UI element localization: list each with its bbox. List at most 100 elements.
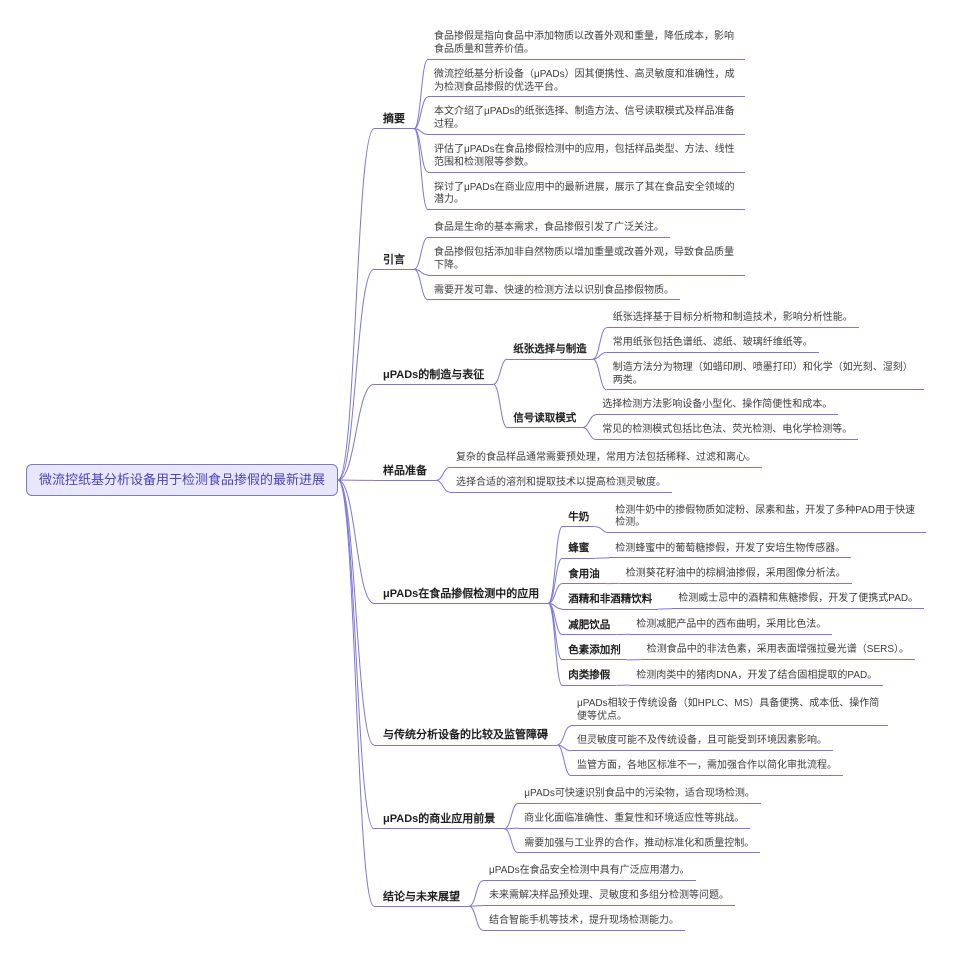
leaf-text[interactable]: 商业化面临准确性、重复性和环境适应性等挑战。: [518, 811, 751, 829]
leaf-text[interactable]: 食品掺假是指向食品中添加物质以改善外观和重量，降低成本，影响食品质量和营养价值。: [428, 29, 746, 60]
mindmap-node: 肉类掺假检测肉类中的猪肉DNA，开发了结合固相提取的PAD。: [562, 667, 926, 686]
leaf-text[interactable]: 复杂的食品样品通常需要预处理，常用方法包括稀释、过滤和离心。: [450, 450, 763, 468]
mindmap-node: 摘要食品掺假是指向食品中添加物质以改善外观和重量，降低成本，影响食品质量和营养价…: [374, 29, 926, 211]
leaf-text[interactable]: 食品掺假包括添加非自然物质以增加重量或改善外观，导致食品质量下降。: [428, 245, 746, 276]
mindmap-node: 食用油检测葵花籽油中的棕榈油掺假，采用图像分析法。: [562, 566, 926, 585]
leaf-text[interactable]: μPADs可快速识别食品中的污染物，适合现场检测。: [518, 786, 761, 804]
sub-topic[interactable]: 食用油: [562, 566, 606, 585]
leaf-text[interactable]: 评估了μPADs在食品掺假检测中的应用，包括样品类型、方法、线性范围和检测限等参…: [428, 142, 746, 173]
leaf-text[interactable]: 常见的检测模式包括比色法、荧光检测、电化学检测等。: [596, 422, 859, 441]
leaf-text[interactable]: 检测牛奶中的掺假物质如淀粉、尿素和盐，开发了多种PAD用于快速检测。: [609, 503, 927, 534]
mindmap-node: 检测肉类中的猪肉DNA，开发了结合固相提取的PAD。: [630, 668, 884, 686]
leaf-text[interactable]: μPADs相较于传统设备（如HPLC、MS）具备便携、成本低、操作简便等优点。: [571, 696, 889, 727]
children-group: 食品掺假是指向食品中添加物质以改善外观和重量，降低成本，影响食品质量和营养价值。…: [428, 29, 746, 211]
mindmap-node: 常用纸张包括色谱纸、滤纸、玻璃纤维纸等。: [606, 335, 924, 353]
children-group: 复杂的食品样品通常需要预处理，常用方法包括稀释、过滤和离心。选择合适的溶剂和提取…: [450, 450, 763, 493]
children-group: 纸张选择基于目标分析物和制造技术，影响分析性能。常用纸张包括色谱纸、滤纸、玻璃纤…: [606, 310, 924, 391]
branch-topic[interactable]: 结论与未来展望: [374, 888, 470, 907]
leaf-text[interactable]: 未来需解决样品预处理、灵敏度和多组分检测等问题。: [483, 888, 736, 907]
children-group: 牛奶检测牛奶中的掺假物质如淀粉、尿素和盐，开发了多种PAD用于快速检测。蜂蜜检测…: [562, 503, 927, 686]
leaf-text[interactable]: 检测食品中的非法色素，采用表面增强拉曼光谱（SERS）。: [640, 642, 916, 661]
mindmap-node: 食品掺假是指向食品中添加物质以改善外观和重量，降低成本，影响食品质量和营养价值。: [428, 29, 746, 60]
mindmap-node: 结合智能手机等技术，提升现场检测能力。: [483, 913, 735, 931]
branch-topic[interactable]: μPADs的制造与表征: [374, 366, 494, 385]
mindmap-node: 本文介绍了μPADs的纸张选择、制造方法、信号读取模式及样品准备过程。: [428, 104, 746, 135]
mindmap-node: 减肥饮品检测减肥产品中的西布曲明，采用比色法。: [562, 617, 926, 636]
leaf-text[interactable]: 检测减肥产品中的西布曲明，采用比色法。: [630, 617, 833, 635]
leaf-text[interactable]: 制造方法分为物理（如蜡印刷、喷墨打印）和化学（如光刻、湿刻）两类。: [606, 360, 924, 391]
mindmap-node: 检测葵花籽油中的棕榈油掺假，采用图像分析法。: [619, 566, 852, 584]
leaf-text[interactable]: 纸张选择基于目标分析物和制造技术，影响分析性能。: [606, 310, 859, 329]
mindmap-node: 常见的检测模式包括比色法、荧光检测、电化学检测等。: [596, 422, 859, 441]
mindmap-node: 检测威士忌中的酒精和焦糖掺假，开发了便携式PAD。: [672, 591, 925, 610]
sub-topic[interactable]: 蜂蜜: [562, 540, 596, 559]
children-group: 食品是生命的基本需求，食品掺假引发了广泛关注。食品掺假包括添加非自然物质以增加重…: [428, 220, 746, 301]
leaf-text[interactable]: 需要开发可靠、快速的检测方法以识别食品掺假物质。: [428, 283, 681, 301]
mindmap-node: 引言食品是生命的基本需求，食品掺假引发了广泛关注。食品掺假包括添加非自然物质以增…: [374, 220, 926, 301]
branch-topic[interactable]: μPADs在食品掺假检测中的应用: [374, 585, 549, 604]
children-group: 检测牛奶中的掺假物质如淀粉、尿素和盐，开发了多种PAD用于快速检测。: [609, 503, 927, 534]
leaf-text[interactable]: 选择合适的溶剂和提取技术以提高检测灵敏度。: [450, 475, 673, 493]
leaf-text[interactable]: 检测葵花籽油中的棕榈油掺假，采用图像分析法。: [619, 566, 852, 584]
mindmap-node: μPADs的制造与表征纸张选择与制造纸张选择基于目标分析物和制造技术，影响分析性…: [374, 310, 926, 441]
mindmap-node: 酒精和非酒精饮料检测威士忌中的酒精和焦糖掺假，开发了便携式PAD。: [562, 591, 926, 610]
branch-topic[interactable]: μPADs的商业应用前景: [374, 810, 505, 830]
leaf-text[interactable]: 常用纸张包括色谱纸、滤纸、玻璃纤维纸等。: [606, 335, 819, 353]
leaf-text[interactable]: 微流控纸基分析设备（μPADs）因其便携性、高灵敏度和准确性，成为检测食品掺假的…: [428, 67, 746, 98]
children-group: μPADs可快速识别食品中的污染物，适合现场检测。商业化面临准确性、重复性和环境…: [518, 786, 761, 854]
leaf-text[interactable]: 检测肉类中的猪肉DNA，开发了结合固相提取的PAD。: [630, 668, 884, 686]
sub-topic[interactable]: 减肥饮品: [562, 617, 617, 636]
mindmap-node: μPADs的商业应用前景 μPADs可快速识别食品中的污染物，适合现场检测。商业化…: [374, 786, 926, 854]
mindmap-node: μPADs在食品安全检测中具有广泛应用潜力。: [483, 863, 735, 882]
mindmap-node: 信号读取模式选择检测方法影响设备小型化、操作简便性和成本。常见的检测模式包括比色…: [507, 397, 924, 441]
sub-topic[interactable]: 色素添加剂: [562, 642, 627, 661]
children-group: μPADs相较于传统设备（如HPLC、MS）具备便携、成本低、操作简便等优点。但…: [571, 696, 889, 777]
branch-topic[interactable]: 引言: [374, 251, 415, 270]
sub-topic[interactable]: 信号读取模式: [507, 410, 583, 428]
sub-topic[interactable]: 纸张选择与制造: [507, 341, 593, 360]
leaf-text[interactable]: 结合智能手机等技术，提升现场检测能力。: [483, 913, 686, 931]
children-group: μPADs在食品安全检测中具有广泛应用潜力。未来需解决样品预处理、灵敏度和多组分…: [483, 863, 736, 931]
mindmap-node: 检测牛奶中的掺假物质如淀粉、尿素和盐，开发了多种PAD用于快速检测。: [609, 503, 927, 534]
mindmap-node: 检测蜂蜜中的葡萄糖掺假，开发了安培生物传感器。: [609, 541, 852, 559]
mindmap-node: 复杂的食品样品通常需要预处理，常用方法包括稀释、过滤和离心。: [450, 450, 763, 468]
children-group: 检测减肥产品中的西布曲明，采用比色法。: [630, 617, 833, 635]
mindmap-node: 选择检测方法影响设备小型化、操作简便性和成本。: [596, 397, 858, 416]
sub-topic[interactable]: 牛奶: [562, 509, 596, 528]
branch-topic[interactable]: 与传统分析设备的比较及监管障碍: [374, 726, 558, 746]
mindmap-tree: 微流控纸基分析设备用于检测食品掺假的最新进展摘要食品掺假是指向食品中添加物质以改…: [26, 0, 927, 960]
leaf-text[interactable]: 食品是生命的基本需求，食品掺假引发了广泛关注。: [428, 220, 671, 238]
mindmap-node: μPADs在食品掺假检测中的应用牛奶检测牛奶中的掺假物质如淀粉、尿素和盐，开发了…: [374, 503, 927, 686]
mindmap-node: 纸张选择基于目标分析物和制造技术，影响分析性能。: [606, 310, 924, 329]
mindmap-node: 样品准备复杂的食品样品通常需要预处理，常用方法包括稀释、过滤和离心。选择合适的溶…: [374, 450, 926, 493]
mindmap-node: 牛奶检测牛奶中的掺假物质如淀粉、尿素和盐，开发了多种PAD用于快速检测。: [562, 503, 927, 534]
branch-topic[interactable]: 摘要: [374, 110, 415, 130]
mindmap-node: 纸张选择与制造纸张选择基于目标分析物和制造技术，影响分析性能。常用纸张包括色谱纸…: [507, 310, 924, 391]
leaf-text[interactable]: 检测蜂蜜中的葡萄糖掺假，开发了安培生物传感器。: [609, 541, 852, 559]
mindmap-node: 检测食品中的非法色素，采用表面增强拉曼光谱（SERS）。: [640, 642, 916, 661]
leaf-text[interactable]: μPADs在食品安全检测中具有广泛应用潜力。: [483, 863, 696, 882]
leaf-text[interactable]: 检测威士忌中的酒精和焦糖掺假，开发了便携式PAD。: [672, 591, 925, 610]
mindmap-node: μPADs可快速识别食品中的污染物，适合现场检测。: [518, 786, 761, 804]
root-topic[interactable]: 微流控纸基分析设备用于检测食品掺假的最新进展: [26, 463, 339, 497]
leaf-text[interactable]: 探讨了μPADs在商业应用中的最新进展，展示了其在食品安全领域的潜力。: [428, 180, 746, 211]
sub-topic[interactable]: 肉类掺假: [562, 667, 617, 686]
mindmap-node: 商业化面临准确性、重复性和环境适应性等挑战。: [518, 811, 761, 829]
leaf-text[interactable]: 选择检测方法影响设备小型化、操作简便性和成本。: [596, 397, 839, 416]
children-group: 纸张选择与制造纸张选择基于目标分析物和制造技术，影响分析性能。常用纸张包括色谱纸…: [507, 310, 924, 441]
leaf-text[interactable]: 但灵敏度可能不及传统设备，且可能受到环境因素影响。: [571, 733, 834, 752]
leaf-text[interactable]: 需要加强与工业界的合作，推动标准化和质量控制。: [518, 836, 761, 854]
mindmap-node: 需要开发可靠、快速的检测方法以识别食品掺假物质。: [428, 283, 745, 301]
mindmap-node: 微流控纸基分析设备用于检测食品掺假的最新进展摘要食品掺假是指向食品中添加物质以改…: [26, 29, 927, 931]
children-group: 摘要食品掺假是指向食品中添加物质以改善外观和重量，降低成本，影响食品质量和营养价…: [374, 29, 927, 931]
children-group: 检测葵花籽油中的棕榈油掺假，采用图像分析法。: [619, 566, 852, 584]
sub-topic[interactable]: 酒精和非酒精饮料: [562, 591, 659, 610]
branch-topic[interactable]: 样品准备: [374, 462, 437, 481]
children-group: 检测威士忌中的酒精和焦糖掺假，开发了便携式PAD。: [672, 591, 925, 610]
mindmap-node: 监管方面，各地区标准不一，需加强合作以简化审批流程。: [571, 758, 888, 777]
leaf-text[interactable]: 监管方面，各地区标准不一，需加强合作以简化审批流程。: [571, 758, 844, 777]
leaf-text[interactable]: 本文介绍了μPADs的纸张选择、制造方法、信号读取模式及样品准备过程。: [428, 104, 746, 135]
children-group: 检测食品中的非法色素，采用表面增强拉曼光谱（SERS）。: [640, 642, 916, 661]
mindmap-node: 微流控纸基分析设备（μPADs）因其便携性、高灵敏度和准确性，成为检测食品掺假的…: [428, 67, 746, 98]
